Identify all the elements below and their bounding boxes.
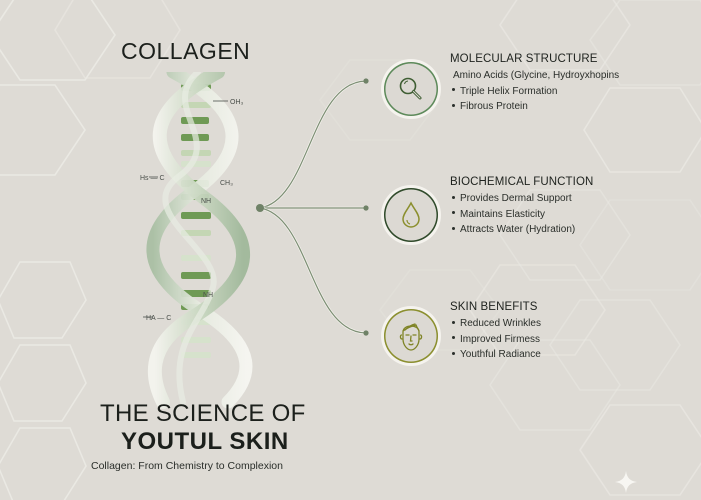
section-item: Triple Helix Formation (450, 84, 700, 100)
section-item: Provides Dermal Support (450, 191, 700, 207)
section-item: Amino Acids (Glycine, Hydroyxhopins (453, 70, 620, 81)
bullet-icon (452, 351, 455, 355)
face-icon (399, 323, 423, 351)
section-title: BIOCHEMICAL FUNCTION (450, 176, 594, 188)
bullet-icon (452, 195, 455, 199)
bullet-icon (452, 211, 455, 215)
connector-hub-dot (256, 204, 264, 212)
bullet-icon (452, 103, 455, 107)
water-drop-icon (402, 201, 420, 228)
main-title-line-1: THE SCIENCE OF (100, 400, 306, 427)
label-nh-bottom: NH (203, 292, 213, 299)
connector-lines (256, 78, 369, 336)
bullet-icon (452, 226, 455, 230)
section-item: Youthful Radiance (450, 347, 700, 363)
collagen-title: COLLAGEN (121, 38, 251, 64)
label-ha-c: HA — C (146, 315, 171, 322)
section-item: Fibrous Protein (450, 99, 700, 115)
biochemical-function-icon-badge (384, 188, 438, 242)
collagen-helix-illustration: OH₃ Hs — C CH₃ NH NH HA — C (140, 72, 253, 409)
section-item: Improved Firmess (450, 332, 700, 348)
magnifier-icon (399, 77, 422, 100)
bullet-icon (452, 320, 455, 324)
section-biochemical-function: BIOCHEMICAL FUNCTION Provides Dermal Sup… (450, 176, 700, 238)
main-title-line-2: YOUTUL SKIN (121, 428, 289, 455)
section-title: SKIN BENEFITS (450, 301, 538, 313)
section-item: Maintains Elasticity (450, 207, 700, 223)
sparkle-icon (615, 471, 637, 493)
section-title: MOLECULAR STRUCTURE (450, 53, 598, 65)
skin-benefits-icon-badge (384, 309, 438, 363)
label-nh-top: NH (201, 198, 211, 205)
bullet-icon (452, 336, 455, 340)
section-skin-benefits: SKIN BENEFITS Reduced Wrinkles Improved … (450, 301, 700, 363)
molecular-structure-icon-badge (384, 62, 438, 116)
label-hs-c: Hs — C (140, 175, 165, 182)
section-item: Attracts Water (Hydration) (450, 222, 700, 238)
label-ch3: CH₃ (220, 180, 233, 187)
section-item: Reduced Wrinkles (450, 316, 700, 332)
label-oh3: OH₃ (230, 99, 244, 106)
subtitle: Collagen: From Chemistry to Complexion (91, 460, 283, 472)
section-molecular-structure: MOLECULAR STRUCTURE Amino Acids (Glycine… (450, 53, 700, 115)
bullet-icon (452, 88, 455, 92)
